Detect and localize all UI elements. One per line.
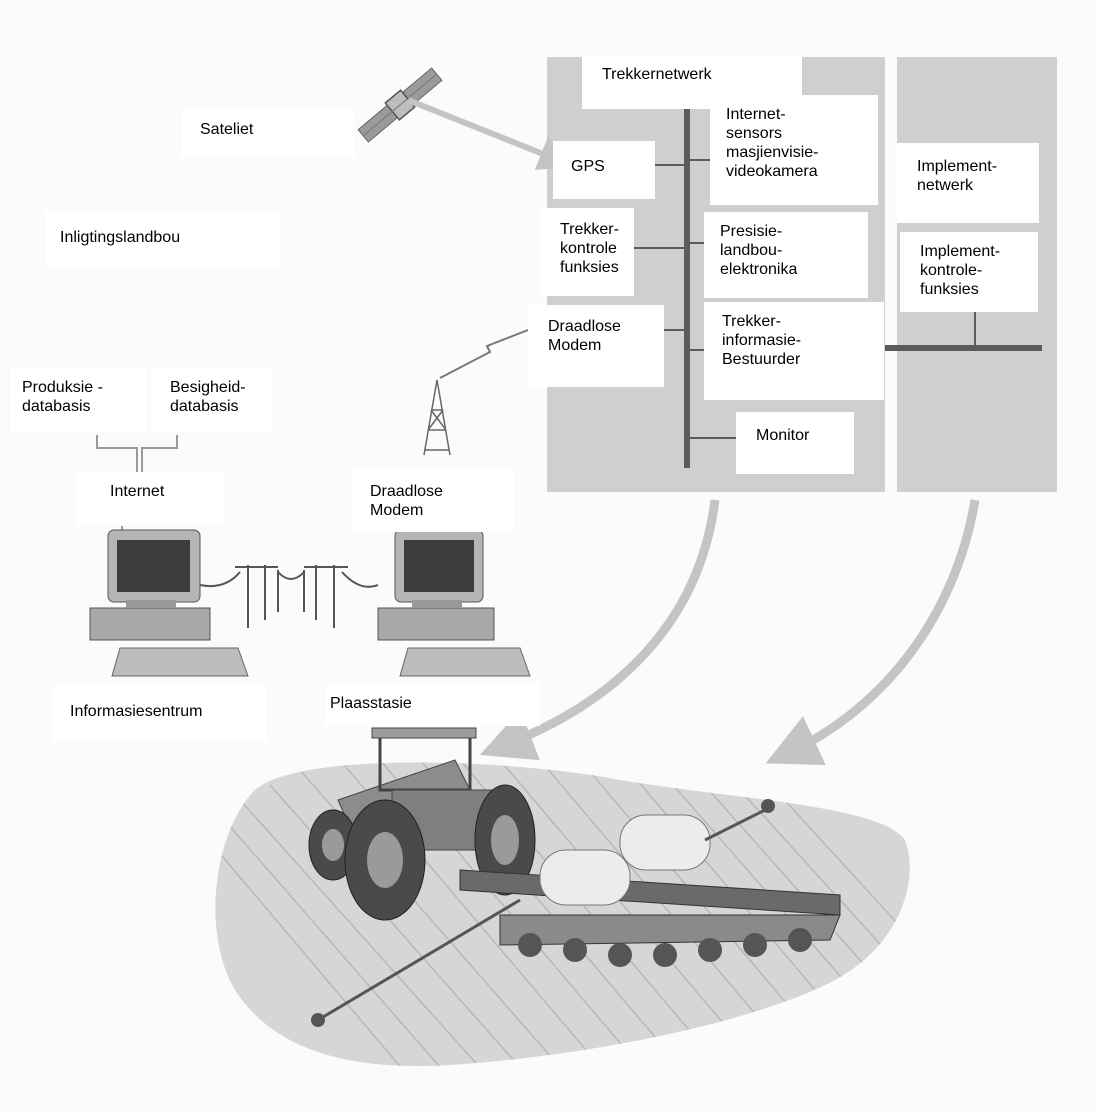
tractor-network-bus (634, 108, 738, 468)
gps-label: GPS (553, 141, 655, 199)
tractor-network-arrow (479, 499, 720, 761)
production-database-label: Produksie - databasis (10, 368, 146, 432)
wireless-modem-bottom-label: Draadlose Modem (352, 470, 514, 532)
implement-control-functions-label: Implement- kontrole- funksies (900, 232, 1038, 312)
internet-label: Internet (76, 472, 224, 526)
planter-icon (311, 799, 841, 1027)
tractor-control-functions-label: Trekker- kontrole funksies (540, 208, 634, 296)
precision-farming-electronics-label: Presisie- landbou- elektronika (704, 212, 868, 298)
tractor-network-label: Trekkernetwerk (582, 57, 802, 109)
tractor-icon (308, 727, 536, 921)
implement-network-label: Implement- netwerk (897, 143, 1039, 223)
wireless-modem-top-label: Draadlose Modem (528, 305, 664, 387)
implement-network-arrow (765, 499, 980, 766)
information-centre-label: Informasiesentrum (52, 686, 266, 742)
tractor-information-manager-label: Trekker- informasie- Bestuurder (704, 302, 884, 400)
wireless-signal (439, 329, 529, 379)
computer-icon (89, 529, 249, 677)
monitor-label: Monitor (736, 412, 854, 474)
farm-station-label: Plaasstasie (326, 684, 540, 726)
satellite-icon (357, 67, 443, 143)
satellite-beam-arrow (406, 97, 575, 171)
satellite-label: Sateliet (182, 108, 354, 158)
implement-network-bus (885, 310, 1042, 351)
business-database-label: Besigheid- databasis (152, 368, 272, 432)
information-farming-label: Inligtingslandbou (46, 210, 280, 266)
radio-tower-icon (423, 379, 451, 456)
power-line-icon (199, 565, 379, 628)
internet-sensors-label: Internet- sensors masjienvisie- videokam… (710, 95, 878, 205)
